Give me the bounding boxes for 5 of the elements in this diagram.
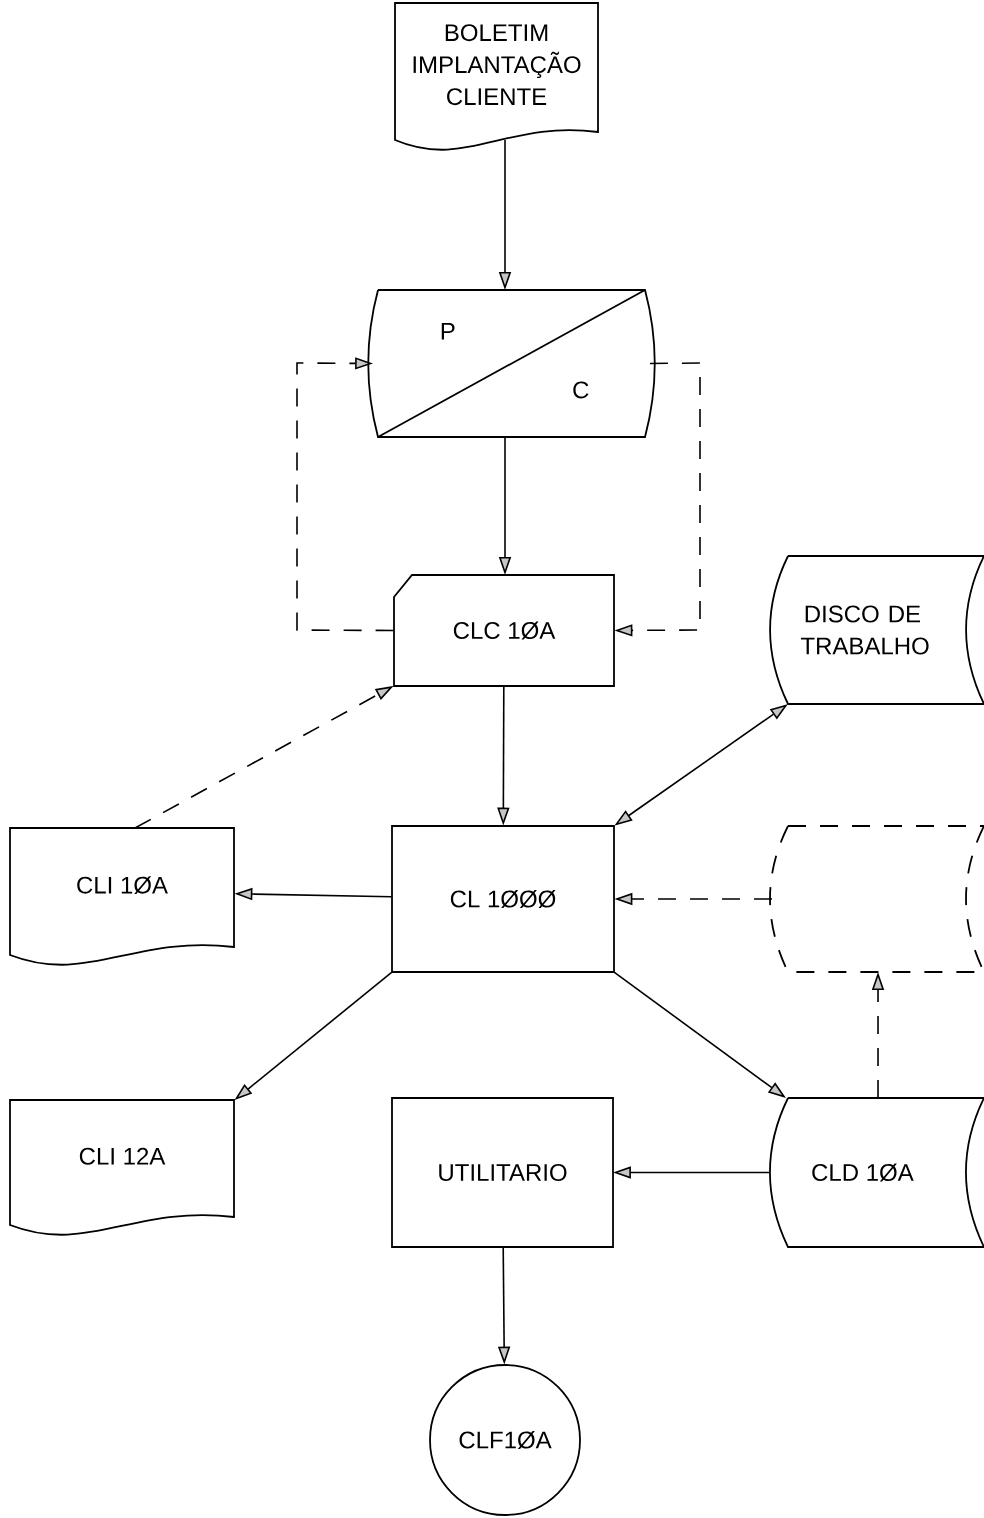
display-shape: P C	[367, 289, 656, 438]
process-box: UTILITARIO	[391, 1097, 614, 1248]
arrow	[296, 357, 395, 632]
disk-storage-shape	[769, 825, 984, 973]
process-box: CL 1ØØØ	[391, 825, 615, 973]
